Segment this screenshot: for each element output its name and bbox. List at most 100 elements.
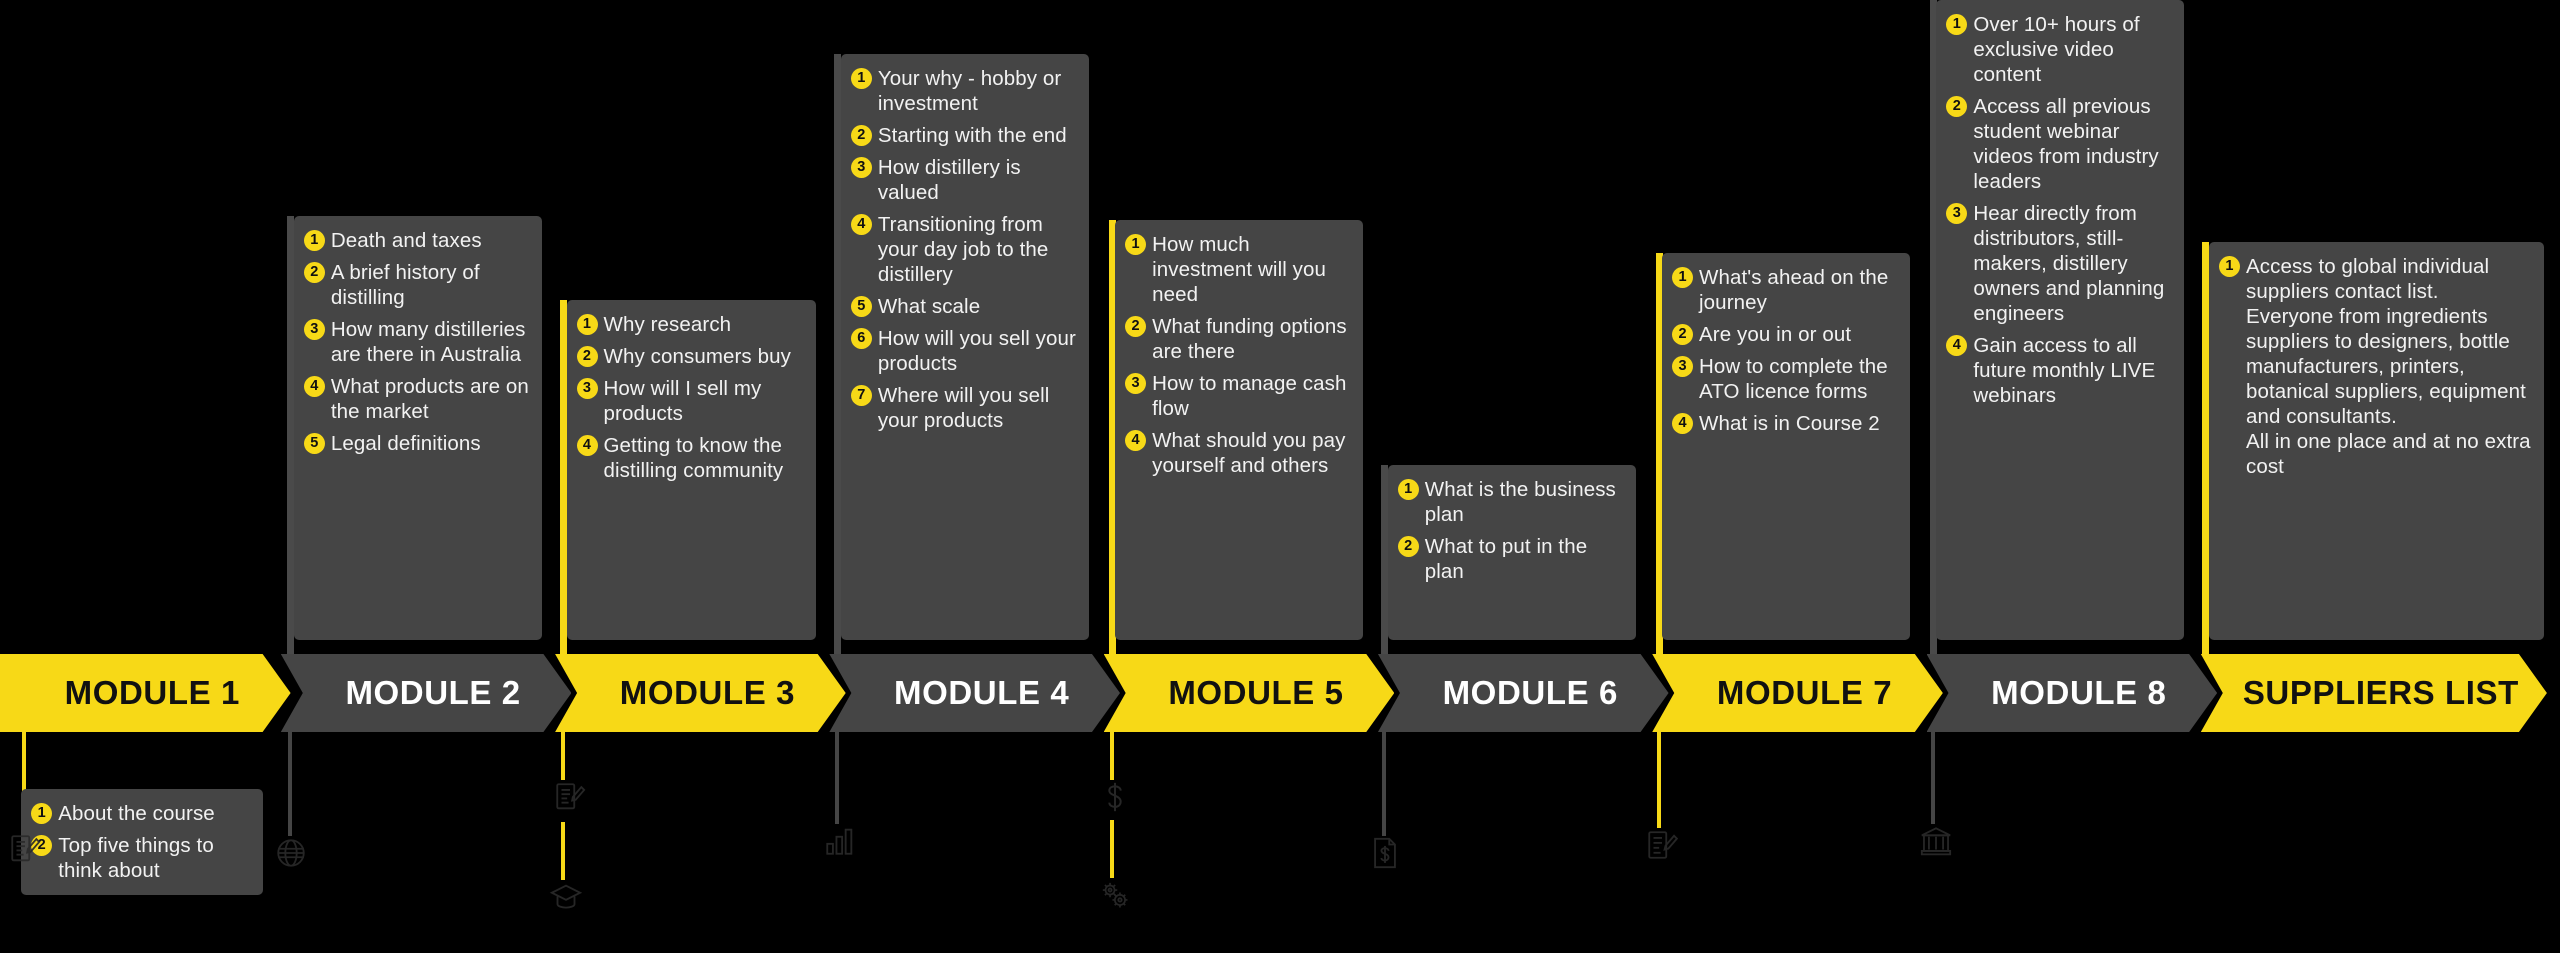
list-item-label: Hear directly from distributors, still-m…	[1973, 202, 2165, 325]
stem-module-3-0	[561, 732, 565, 780]
banner-label: MODULE 8	[1991, 674, 2167, 711]
bullet-number-icon: 2	[1397, 536, 1419, 558]
bullet-number-icon: 4	[1672, 413, 1694, 435]
form-pen-icon	[1645, 828, 1679, 862]
bullet-number-icon: 2	[303, 261, 325, 283]
banner-module-5[interactable]: MODULE 5	[1104, 654, 1395, 732]
bullet-number-icon: 4	[1946, 335, 1968, 356]
pole-suppliers-list	[2202, 241, 2210, 654]
bullet-number-icon: 1	[303, 229, 325, 251]
bullet-number-icon: 3	[576, 378, 598, 400]
list-item-label: How to complete the ATO licence forms	[1699, 355, 1888, 404]
banner-label: MODULE 5	[1168, 674, 1344, 711]
bullet-number-icon: 3	[303, 318, 325, 340]
banner-label: SUPPLIERS LIST	[2242, 674, 2519, 711]
list-item-label: How distillery is valued	[877, 155, 1021, 204]
banner-module-6[interactable]: MODULE 6	[1378, 654, 1669, 732]
bullet-number-icon: 2	[1672, 324, 1694, 346]
bullet-number-icon: 1	[1397, 479, 1419, 501]
dollar-sign-icon	[1098, 780, 1132, 814]
gears-icon	[1098, 878, 1132, 912]
list-item-label: Your why - hobby or investment	[877, 66, 1062, 115]
document-pen-icon	[8, 832, 42, 866]
bullet-number-icon: 2	[850, 124, 872, 146]
bullet-number-icon: 1	[2218, 255, 2240, 277]
bank-building-icon	[1919, 824, 1953, 858]
bullet-number-icon: 4	[303, 375, 325, 397]
banner-label: MODULE 6	[1442, 674, 1618, 711]
list-item-label: Access all previous student webinar vide…	[1973, 95, 2159, 193]
list-item-label: Why consumers buy	[603, 345, 791, 369]
list-item-label: How to manage cash flow	[1152, 372, 1347, 421]
document-pen-icon	[553, 780, 587, 814]
banner-module-3[interactable]: MODULE 3	[555, 654, 846, 732]
list-item-label: Transitioning from your day job to the d…	[877, 212, 1049, 286]
banner-module-7[interactable]: MODULE 7	[1652, 654, 1943, 732]
bullet-number-icon: 5	[850, 295, 872, 317]
bullet-number-icon: 2	[576, 346, 598, 368]
pole-module-6	[1381, 465, 1389, 654]
stem-module-6-0	[1382, 732, 1387, 836]
bullet-number-icon: 1	[850, 67, 872, 89]
banner-suppliers-list[interactable]: SUPPLIERS LIST	[2201, 654, 2547, 732]
bullet-number-icon: 1	[1125, 234, 1147, 256]
bullet-number-icon: 7	[850, 384, 872, 406]
bullet-number-icon: 1	[31, 802, 53, 824]
money-document-icon	[1368, 836, 1402, 870]
bullet-number-icon: 5	[303, 432, 325, 454]
bullet-number-icon: 3	[850, 156, 872, 178]
bullet-number-icon: 6	[850, 327, 872, 349]
list-item-label: What is the business plan	[1424, 478, 1616, 527]
list-item-label: Access to global individual suppliers co…	[2245, 254, 2531, 478]
banner-module-1[interactable]: MODULE 1	[0, 654, 291, 732]
list-item-label: Death and taxes	[330, 228, 482, 252]
banner-label: MODULE 2	[345, 674, 521, 711]
list-item-label: Why research	[603, 313, 732, 337]
bullet-number-icon: 4	[576, 435, 598, 457]
banner-module-4[interactable]: MODULE 4	[829, 654, 1120, 732]
list-item-label: How much investment will you need	[1152, 233, 1327, 307]
banner-module-8[interactable]: MODULE 8	[1927, 654, 2218, 732]
list-item-label: Starting with the end	[877, 123, 1067, 147]
banner-module-2[interactable]: MODULE 2	[281, 654, 572, 732]
banner-label: MODULE 1	[64, 674, 240, 711]
stem-module-8-0	[1930, 732, 1935, 824]
list-item-label: How many distilleries are there in Austr…	[330, 317, 526, 366]
bar-chart-icon	[823, 824, 857, 858]
list-item-label: A brief history of distilling	[330, 260, 480, 309]
